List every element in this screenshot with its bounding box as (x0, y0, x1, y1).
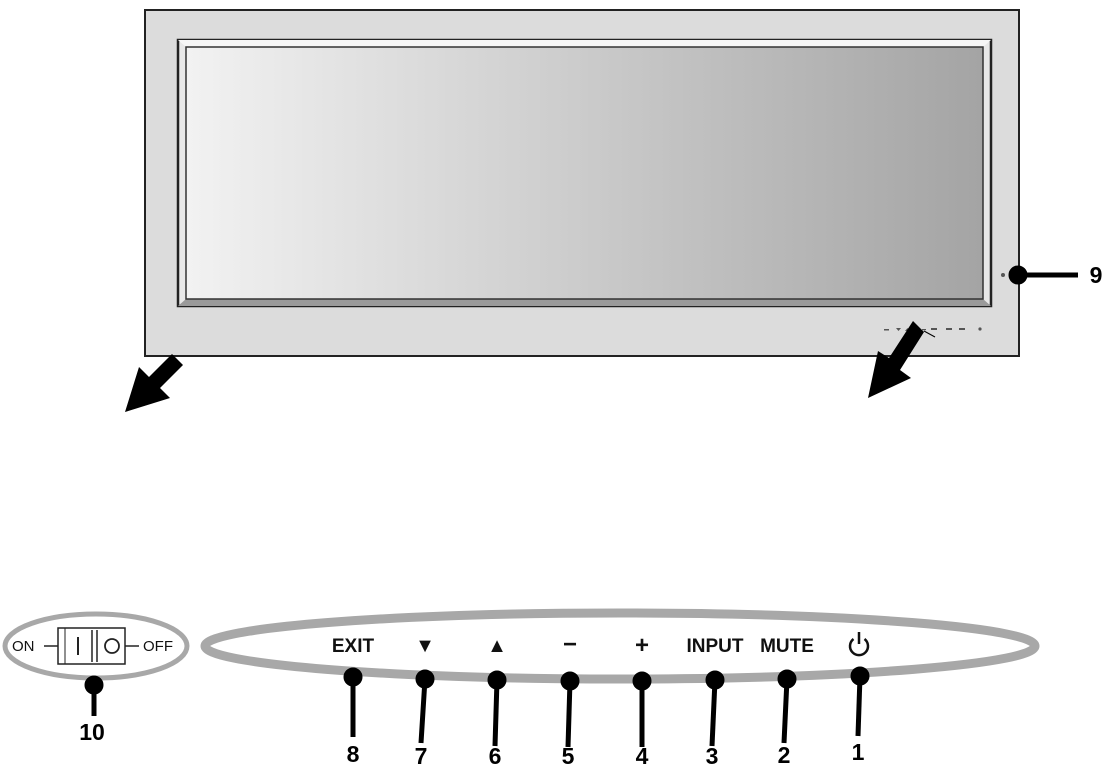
mute-button-label: MUTE (760, 636, 814, 657)
leader-3 (709, 679, 718, 747)
callout-number-10: 10 (79, 719, 105, 745)
leader-dot-5 (560, 671, 580, 691)
exit-button-label: EXIT (332, 636, 375, 657)
screen-frame-bevel-bottom (178, 299, 991, 306)
callout-number-1: 1 (852, 739, 865, 765)
leader-dot-9 (1008, 265, 1028, 285)
main-power-switch (44, 627, 139, 665)
callout-number-5: 5 (562, 743, 575, 765)
callout-number-8: 8 (347, 741, 360, 765)
leader-dot-10 (84, 675, 104, 695)
callout-number-7: 7 (415, 743, 428, 765)
down-button-label: ▼ (415, 635, 435, 657)
leader-7 (418, 678, 428, 744)
leader-dot-6 (487, 670, 507, 690)
switch-off-label: OFF (143, 638, 173, 655)
up-button-label: ▲ (487, 635, 507, 657)
minus-button-label: − (563, 631, 577, 658)
leader-dot-4 (632, 671, 652, 691)
leader-dot-2 (777, 669, 797, 689)
leader-dot-3 (705, 670, 725, 690)
leader-dot-8 (343, 667, 363, 687)
plus-button-label: + (635, 632, 649, 659)
leader-dot-1 (850, 666, 870, 686)
screen-frame-bevel (178, 40, 991, 47)
leader-5 (565, 680, 573, 748)
callout-number-4: 4 (636, 743, 649, 765)
screen (185, 46, 984, 300)
callout-number-9: 9 (1090, 262, 1103, 288)
callout-number-2: 2 (778, 742, 791, 765)
arrow-to-switch (125, 354, 183, 412)
callout-number-6: 6 (489, 743, 502, 765)
leader-1 (855, 675, 863, 737)
leader-dot-7 (415, 669, 435, 689)
arrow-to-panel (868, 321, 924, 398)
input-button-label: INPUT (687, 636, 744, 657)
callout-leaders (84, 265, 1078, 748)
switch-on-label: ON (12, 638, 35, 655)
panel-pointer-line (923, 330, 936, 338)
leader-6 (492, 679, 500, 747)
callout-number-3: 3 (706, 743, 719, 765)
button-panel-callout (200, 608, 1040, 684)
leader-2 (781, 678, 790, 744)
power-icon (848, 632, 870, 657)
sensor-dot (1001, 273, 1005, 277)
